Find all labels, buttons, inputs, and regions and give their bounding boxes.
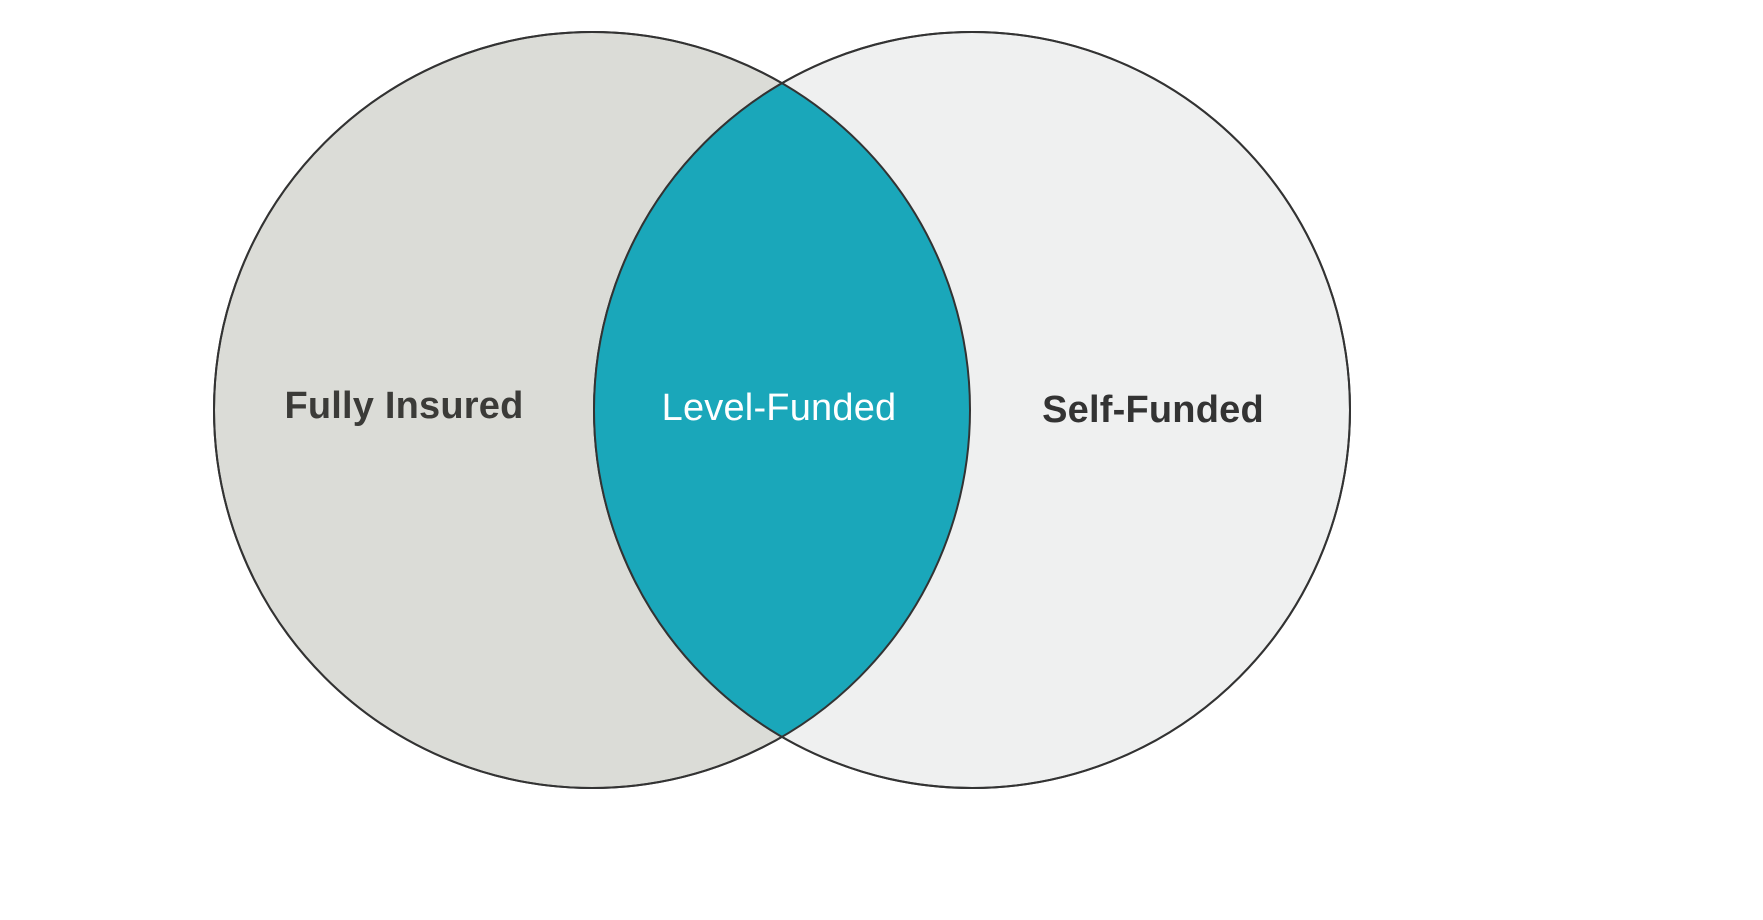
venn-label-level-funded: Level-Funded: [662, 387, 897, 429]
venn-intersection-group: [594, 32, 1350, 788]
venn-label-fully-insured: Fully Insured: [284, 385, 523, 427]
venn-outline-self-funded: [593, 31, 1351, 789]
venn-label-self-funded: Self-Funded: [1042, 389, 1264, 431]
venn-region-level-funded[interactable]: [594, 32, 1350, 788]
venn-outline-fully-insured: [213, 31, 971, 789]
